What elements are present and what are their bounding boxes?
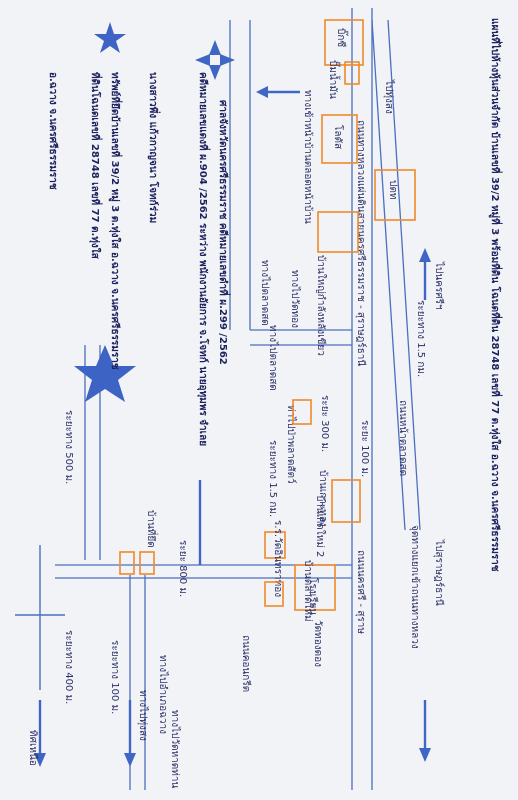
house-kaew-label: บ้านใหญ่กำลังหลังเขียว [315, 255, 327, 356]
big-c-building [324, 19, 364, 66]
house-ruam-label: บ้านตลาดใหม่ [302, 560, 314, 622]
wat-side-label: ทางไปวัดหาดท่าน [169, 710, 181, 788]
school-label: โรงเรียน [307, 578, 320, 615]
map-title: แผนที่ไปห้างหุ้นส่วนจำกัด บ้านเลขที่ 39/… [488, 18, 503, 572]
school-building [294, 564, 336, 611]
distance-2: ระยะ 300 ม. [319, 395, 330, 452]
thungsong-label: ทางไปทุ่งสง [137, 690, 149, 741]
distance-6: ระยะทาง 100 ม. [109, 640, 120, 714]
target-house-a [119, 551, 135, 575]
junction-building [264, 531, 286, 559]
lotus-building [321, 114, 358, 164]
distance-3: ระยะทาง 1.5 กม. [267, 440, 278, 517]
small-building [292, 399, 312, 425]
ban-khao-building [331, 479, 361, 523]
target-house-b [139, 551, 155, 575]
legend-office: ศาลจังหวัดนครศรีธรรมราช คดีหมายเลขดำที่ … [217, 100, 231, 365]
road-nakhon-surat-label: ถนนนครศรี - สุราษ [355, 550, 367, 634]
legend-property: ทรัพย์ที่ยึดบ้านเลขที่ 39/2 หมู่ 3 ต.ทุ่… [108, 72, 123, 370]
road-market-label: ถนนหน้าตลาดสด [397, 400, 409, 476]
legend-case: คดีหมายเลขแดงที่ ผ.904 /2562 ระหว่าง พนั… [197, 72, 211, 446]
distance-7: ระยะทาง 500 ม. [63, 410, 74, 484]
distance-1: ระยะทาง 1.5 กม. [415, 300, 426, 377]
pier-label: ท่าไปป่าพลาดสัตว์ [285, 405, 297, 484]
north-label: ทิศเหนือ [27, 730, 39, 766]
house-kok-building [264, 581, 284, 607]
house-kok-label: บ้านเกิดใหม่ 2 [314, 495, 326, 557]
legend-parties: นางสาวพึ่ง แก้วกาญจนา โจทก์ร่วม [147, 72, 161, 223]
to-chawang-label: ทางไปอำเภอฉวาง [157, 655, 169, 734]
road-wat-label: ทางไปวัดทอง [289, 270, 301, 328]
main-road-label: ถนนทางหลวงแผ่นดินสายนครศรีธรรมราช - สุรา… [355, 120, 367, 366]
legend-land: ที่ดินโฉนดเลขที่ 28748 เลขที่ 77 ต.ทุ่งใ… [89, 72, 103, 260]
to-surat-label: ไปสุราษฎร์ธานี [433, 539, 445, 606]
distance-5: ระยะทาง 400 ม. [63, 630, 74, 704]
ptt-building [374, 169, 416, 221]
intersection-label: จุดทางแยกเข้าถนนทางหลวง [409, 525, 421, 649]
junction-label: ร.ร.วัดอินทราทอง [272, 520, 283, 597]
target-property-star [74, 345, 136, 402]
to-phanom-label: ไปทุ่งสง [383, 79, 395, 114]
ban-khao-label: บ้านเกาะทอง [317, 470, 329, 527]
to-market-label: ทางไปตลาดสด [259, 260, 271, 326]
ptt-label: ปตท [387, 180, 398, 199]
to-nakhon-label: ไปนครศรีฯ [433, 261, 445, 310]
pump-station-label: ปั๊มน้ำมัน [327, 60, 341, 99]
big-c-label: บิ๊กซี [335, 28, 349, 47]
to-station-label: ทางไปตลาดสด [267, 325, 279, 391]
legend-district: อ.ฉวาง จ.นครศรีธรรมราช [47, 72, 59, 190]
wat-thong-label: วัดทองดอง [312, 620, 323, 667]
distance-8: ระยะ 800 ม. [177, 540, 188, 597]
lotus-label: โลตัส [332, 125, 345, 149]
house-kaew-building [317, 211, 359, 253]
pump-station-building [344, 61, 360, 85]
distance-4: ระยะ 100 ม. [359, 420, 370, 477]
road-concrete-label: ถนนคอนกรีต [240, 635, 252, 692]
fire-station-label: ทางเข้าหน้าบ้านตลอดหน้าบ้าน [302, 90, 314, 224]
target-house-label: บ้านที่ยึด [145, 510, 159, 548]
